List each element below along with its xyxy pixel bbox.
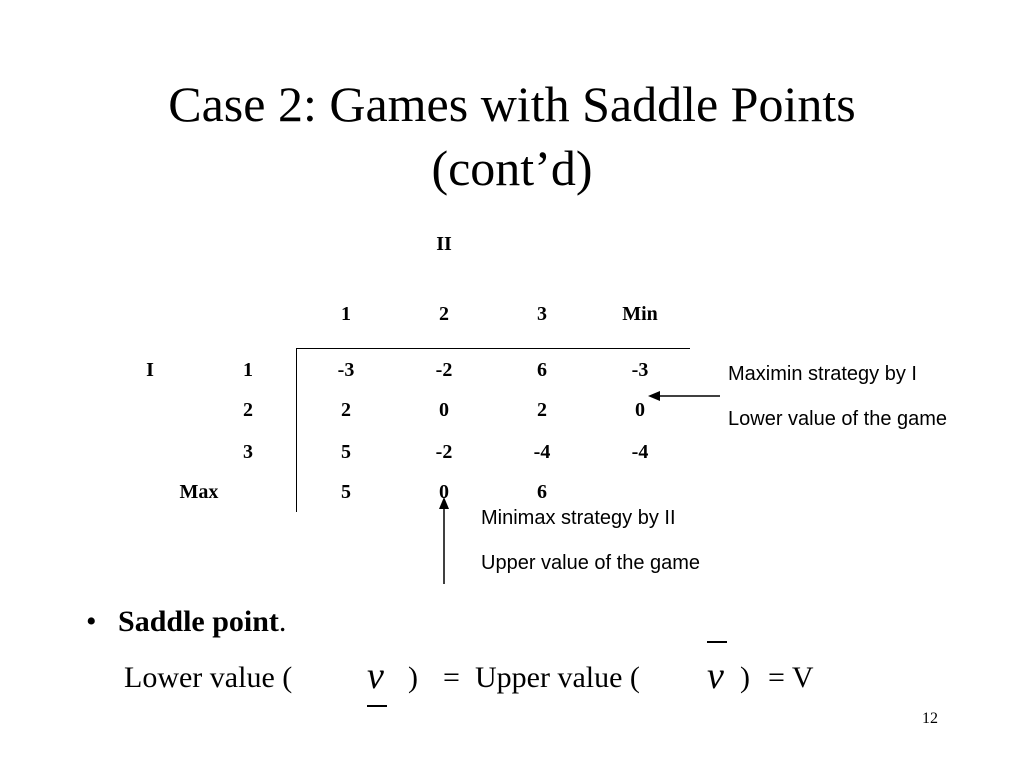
slide-title: Case 2: Games with Saddle Points (cont’d… bbox=[0, 72, 1024, 200]
table-cell-max: 0 bbox=[439, 481, 449, 503]
table-row-divider bbox=[296, 348, 297, 512]
col-header: 1 bbox=[341, 303, 351, 325]
table-cell: -4 bbox=[533, 441, 551, 463]
upper-value-label: Upper value ( bbox=[475, 661, 640, 694]
underbar bbox=[367, 705, 387, 707]
table-cell-min: -3 bbox=[631, 359, 649, 381]
table-cell-min: -4 bbox=[631, 441, 649, 463]
table-cell: 0 bbox=[439, 399, 449, 421]
table-cell: 5 bbox=[341, 441, 351, 463]
upper-v-symbol: v bbox=[707, 655, 724, 697]
overbar bbox=[707, 641, 727, 643]
col-player-label: II bbox=[436, 233, 452, 255]
row-label: 1 bbox=[243, 359, 253, 381]
bullet-marker: • bbox=[86, 605, 97, 638]
table-cell-min: 0 bbox=[635, 399, 645, 421]
row-label: 2 bbox=[243, 399, 253, 421]
minimax-note: Minimax strategy by II bbox=[481, 507, 676, 529]
slide-title-line1: Case 2: Games with Saddle Points bbox=[168, 76, 856, 132]
upper-value-note: Upper value of the game bbox=[481, 552, 701, 574]
row-player-label: I bbox=[146, 359, 154, 381]
minimax-arrowhead-icon bbox=[439, 497, 449, 509]
maximin-arrowhead-icon bbox=[648, 391, 660, 401]
table-cell: -2 bbox=[435, 441, 453, 463]
table-cell-max: 5 bbox=[341, 481, 351, 503]
saddle-point-suffix: . bbox=[278, 605, 287, 638]
max-row-label: Max bbox=[179, 481, 219, 503]
table-cell: -3 bbox=[337, 359, 355, 381]
table-header-divider bbox=[296, 348, 690, 349]
maximin-note: Maximin strategy by I bbox=[728, 363, 917, 385]
col-header-min: Min bbox=[622, 303, 658, 325]
lower-v-symbol: v bbox=[367, 655, 384, 697]
result-value: = V bbox=[768, 661, 814, 694]
table-cell: 2 bbox=[341, 399, 351, 421]
table-cell: -2 bbox=[435, 359, 453, 381]
lower-value-label: Lower value ( bbox=[124, 661, 293, 694]
slide-title-line2: (cont’d) bbox=[431, 140, 593, 196]
saddle-point-term: Saddle point bbox=[118, 605, 279, 638]
upper-close-paren: ) bbox=[740, 661, 750, 694]
slide-number: 12 bbox=[922, 710, 938, 727]
lower-close-paren: ) bbox=[408, 661, 418, 694]
col-header: 3 bbox=[537, 303, 547, 325]
row-label: 3 bbox=[243, 441, 253, 463]
lower-value-note: Lower value of the game bbox=[728, 408, 948, 430]
col-header: 2 bbox=[439, 303, 449, 325]
bullet-item: • Saddle point. bbox=[86, 604, 286, 640]
equals-sign: = bbox=[443, 661, 460, 694]
table-cell: 2 bbox=[537, 399, 547, 421]
table-cell: 6 bbox=[537, 359, 547, 381]
table-cell-max: 6 bbox=[537, 481, 547, 503]
